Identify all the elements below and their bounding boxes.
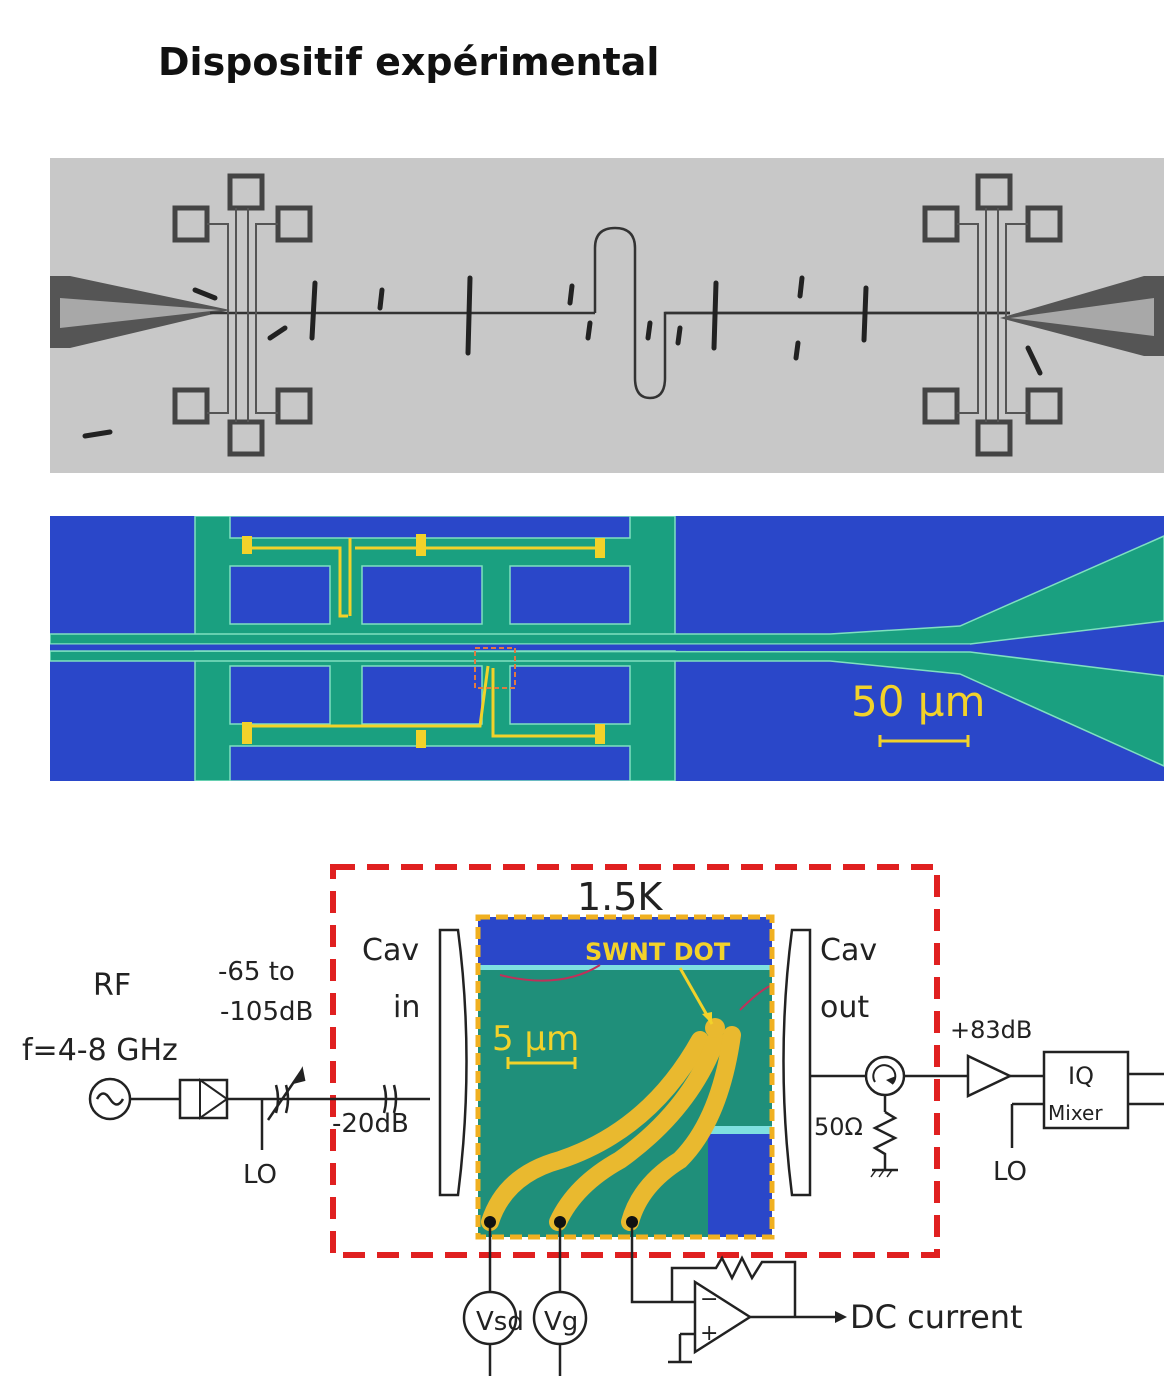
swnt-inset: SWNT DOT 5 µm	[475, 914, 775, 1240]
vsd-label: Vsd	[476, 1307, 524, 1337]
cav-in-bottom: in	[393, 990, 420, 1025]
svg-text:−: −	[700, 1287, 718, 1312]
variable-attenuator-icon	[266, 1066, 306, 1121]
resistor-icon	[872, 1110, 898, 1170]
cavity-in-mirror	[438, 928, 468, 1197]
cavity-out-mirror	[782, 928, 812, 1197]
frequency-label: f=4-8 GHz	[22, 1033, 178, 1068]
circulator-icon	[864, 1055, 906, 1097]
atten-variable-bottom: -105dB	[220, 997, 313, 1027]
cav-in-top: Cav	[362, 933, 419, 968]
transimpedance-amp-icon	[693, 1279, 753, 1355]
cav-out-bottom: out	[820, 990, 869, 1025]
measurement-circuit: 1.5K RF f=4-8 GHz LO -65 to -105dB -20dB…	[22, 864, 1164, 1376]
lo-left-label: LO	[243, 1160, 277, 1190]
atten-variable-top: -65 to	[218, 957, 295, 987]
resistor-label: 50Ω	[814, 1113, 863, 1141]
rf-label: RF	[93, 968, 131, 1003]
vg-label: Vg	[544, 1307, 578, 1337]
swnt-label: SWNT DOT	[585, 938, 731, 966]
splitter-icon	[178, 1078, 229, 1120]
scale-label: 50 µm	[851, 677, 985, 726]
iq-mixer	[1042, 1050, 1130, 1130]
dc-current-label: DC current	[850, 1298, 1023, 1336]
mixer-bottom-label: Mixer	[1048, 1101, 1103, 1125]
amp-gain-label: +83dB	[950, 1016, 1032, 1044]
lo-right-label: LO	[993, 1157, 1027, 1187]
cryostat-box	[330, 864, 940, 1258]
inset-scale-label: 5 µm	[492, 1019, 579, 1059]
fixed-attenuator-icon	[382, 1084, 398, 1114]
cav-out-top: Cav	[820, 933, 877, 968]
svg-text:+: +	[700, 1321, 718, 1346]
temperature-label: 1.5K	[577, 875, 663, 919]
optical-micrograph	[50, 158, 1164, 473]
atten-fixed-label: -20dB	[332, 1109, 409, 1139]
sem-micrograph: 50 µm	[50, 516, 1164, 781]
page-title: Dispositif expérimental	[158, 40, 660, 84]
amplifier-icon	[966, 1054, 1013, 1098]
mixer-top-label: IQ	[1068, 1062, 1094, 1090]
